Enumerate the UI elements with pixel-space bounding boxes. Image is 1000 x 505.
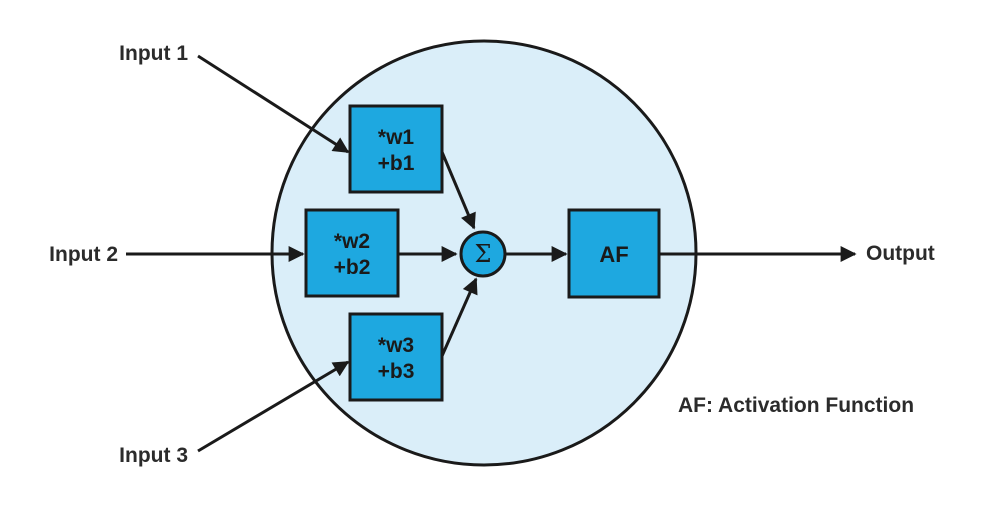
- weight-box-2: [304, 208, 400, 298]
- activation-note: AF: Activation Function: [678, 394, 914, 417]
- input-3-label: Input 3: [119, 444, 188, 467]
- weight-3-line1: *w3: [378, 334, 414, 357]
- weight-box-3: [348, 312, 444, 402]
- weight-1-line2: +b1: [378, 152, 415, 175]
- weight-3-line2: +b3: [378, 360, 415, 383]
- input-3-arrow: [197, 360, 350, 453]
- activation-label: AF: [599, 242, 628, 267]
- input-1-arrow: [197, 54, 350, 154]
- weight-2-line2: +b2: [334, 256, 371, 279]
- w3-to-sum-arrow: [440, 277, 478, 357]
- weight-1-line1: *w1: [378, 126, 415, 149]
- weight-box-1: [348, 104, 444, 194]
- input-2-label: Input 2: [49, 243, 118, 266]
- activation-box: [567, 208, 661, 299]
- w1-to-sum-arrow: [440, 151, 476, 230]
- weight-2-line1: *w2: [334, 230, 370, 253]
- input-1-label: Input 1: [119, 42, 188, 65]
- sum-symbol: Σ: [475, 240, 492, 268]
- output-label: Output: [866, 242, 935, 265]
